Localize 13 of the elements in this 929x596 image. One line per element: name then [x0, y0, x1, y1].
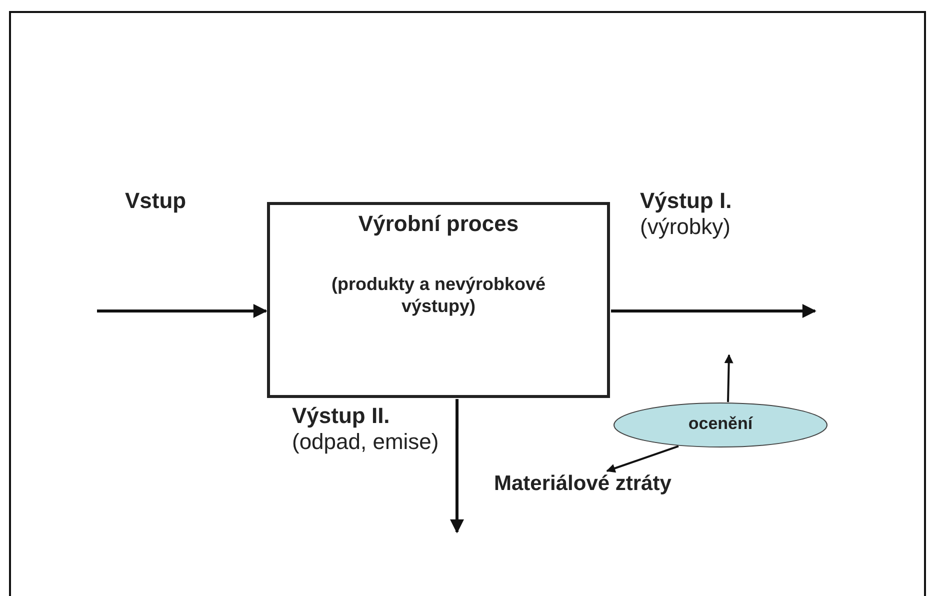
box-title: Výrobní proces — [357, 211, 520, 237]
node-text: Materiálové ztráty — [494, 472, 672, 495]
arrow — [724, 354, 734, 402]
edge-label: Vstup — [125, 188, 188, 214]
arrow — [611, 304, 816, 318]
box-subtitle: (produkty a nevýrobkové výstupy) — [330, 273, 547, 317]
arrow — [97, 304, 268, 318]
edge-label: Výstup I. (výrobky) — [640, 188, 733, 240]
arrow — [606, 445, 679, 473]
arrow — [450, 399, 464, 534]
process-box — [267, 202, 610, 398]
ellipse-label: ocenění — [687, 414, 754, 434]
edge-label: Výstup II. (odpad, emise) — [292, 403, 440, 455]
